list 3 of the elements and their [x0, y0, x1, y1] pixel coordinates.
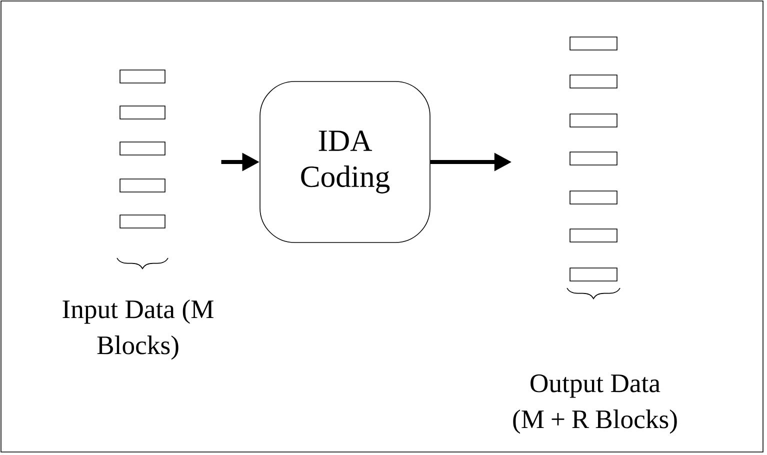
data-label: Output Data (M + R Blocks) [513, 374, 677, 434]
data-label: Input Data (M Blocks) [62, 300, 214, 360]
process-box: IDA Coding [260, 81, 430, 243]
